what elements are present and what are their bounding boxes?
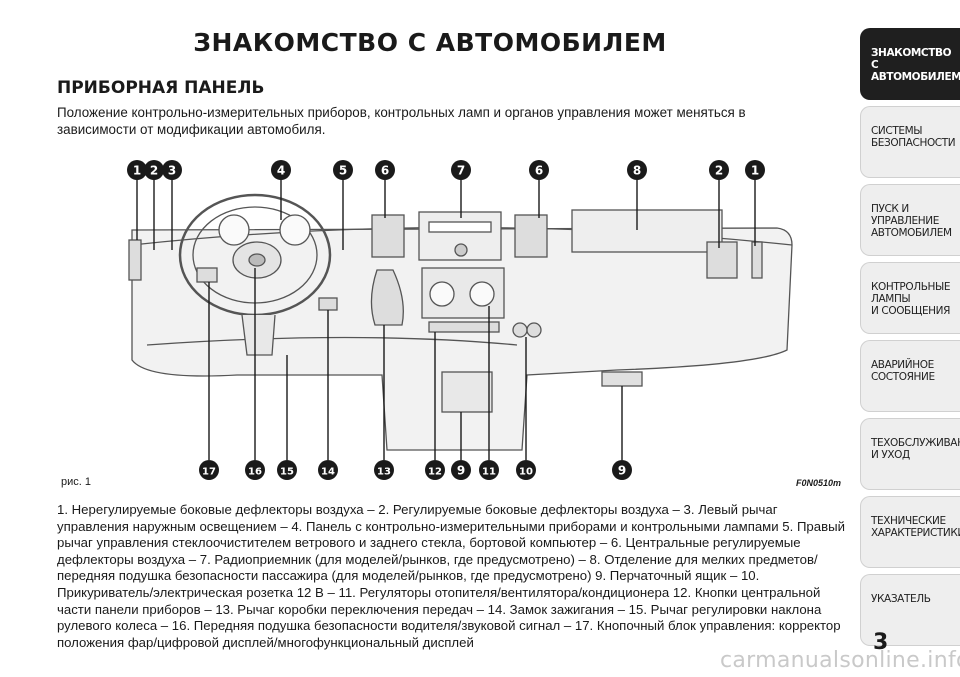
svg-text:1: 1 bbox=[133, 164, 141, 178]
svg-text:10: 10 bbox=[519, 467, 533, 478]
top-callout-1: 1 bbox=[127, 160, 147, 180]
tab-label: АВАРИЙНОЕ СОСТОЯНИЕ bbox=[871, 359, 935, 383]
tab-index[interactable]: УКАЗАТЕЛЬ bbox=[860, 574, 960, 646]
top-callout-8: 8 bbox=[627, 160, 647, 180]
page-number: 3 bbox=[873, 630, 889, 655]
bottom-callouts: 17 16 15 14 13 12 9 11 10 9 bbox=[199, 460, 632, 480]
top-leader-lines bbox=[136, 175, 756, 250]
climate-knob-left bbox=[429, 281, 455, 307]
watermark: carmanualsonline.info bbox=[720, 648, 960, 673]
tab-label: ТЕХОБСЛУЖИВАНИЕ И УХОД bbox=[871, 437, 960, 461]
top-callout-2: 2 bbox=[709, 160, 729, 180]
bottom-leader-lines bbox=[208, 268, 623, 460]
center-vent-left bbox=[371, 214, 405, 258]
figure-code: F0N0510m bbox=[796, 478, 842, 488]
svg-text:3: 3 bbox=[168, 164, 176, 178]
bottom-callout-17: 17 bbox=[199, 460, 219, 480]
top-callout-6: 6 bbox=[375, 160, 395, 180]
right-side-vent bbox=[706, 241, 738, 279]
top-callout-1: 1 bbox=[745, 160, 765, 180]
top-callout-2: 2 bbox=[144, 160, 164, 180]
svg-text:1: 1 bbox=[751, 164, 759, 178]
dashboard-outline bbox=[131, 227, 793, 451]
svg-text:15: 15 bbox=[280, 467, 294, 478]
svg-text:6: 6 bbox=[535, 164, 543, 178]
storage-compartment bbox=[571, 209, 723, 253]
tab-maintenance[interactable]: ТЕХОБСЛУЖИВАНИЕ И УХОД bbox=[860, 418, 960, 490]
tab-label: ТЕХНИЧЕСКИЕ ХАРАКТЕРИСТИКИ bbox=[871, 515, 960, 539]
svg-text:7: 7 bbox=[457, 164, 465, 178]
svg-text:9: 9 bbox=[618, 464, 626, 478]
svg-text:8: 8 bbox=[633, 164, 641, 178]
bottom-callout-14: 14 bbox=[318, 460, 338, 480]
bottom-callout-13: 13 bbox=[374, 460, 394, 480]
button-block bbox=[196, 267, 218, 283]
bottom-callout-9: 9 bbox=[451, 460, 471, 480]
top-callout-3: 3 bbox=[162, 160, 182, 180]
gear-lever bbox=[370, 269, 404, 326]
top-callout-5: 5 bbox=[333, 160, 353, 180]
instrument-dial-right bbox=[279, 214, 311, 246]
glove-box-lower bbox=[441, 371, 493, 413]
instrument-dial-left bbox=[218, 214, 250, 246]
bottom-callout-10: 10 bbox=[516, 460, 536, 480]
tab-label: СИСТЕМЫ БЕЗОПАСНОСТИ bbox=[871, 125, 956, 149]
bottom-callout-15: 15 bbox=[277, 460, 297, 480]
svg-text:9: 9 bbox=[457, 464, 465, 478]
figure-label: рис. 1 bbox=[61, 476, 91, 488]
svg-text:5: 5 bbox=[339, 164, 347, 178]
cigarette-lighter bbox=[512, 322, 528, 338]
chapter-sidebar: ЗНАКОМСТВО С АВТОМОБИЛЕМ СИСТЕМЫ БЕЗОПАС… bbox=[860, 28, 960, 652]
center-vent-right bbox=[514, 214, 548, 258]
svg-text:2: 2 bbox=[715, 164, 723, 178]
svg-text:16: 16 bbox=[248, 467, 262, 478]
tab-label: УКАЗАТЕЛЬ bbox=[871, 593, 931, 605]
bottom-callout-16: 16 bbox=[245, 460, 265, 480]
tab-warning-lights[interactable]: КОНТРОЛЬНЫЕ ЛАМПЫ И СООБЩЕНИЯ bbox=[860, 262, 960, 334]
tab-label: КОНТРОЛЬНЫЕ ЛАМПЫ И СООБЩЕНИЯ bbox=[871, 281, 951, 317]
tab-label: ЗНАКОМСТВО С АВТОМОБИЛЕМ bbox=[871, 47, 960, 83]
page-title: ЗНАКОМСТВО С АВТОМОБИЛЕМ bbox=[193, 28, 667, 57]
figure-caption: 1. Нерегулируемые боковые дефлекторы воз… bbox=[57, 502, 845, 650]
tab-emergency[interactable]: АВАРИЙНОЕ СОСТОЯНИЕ bbox=[860, 340, 960, 412]
bottom-callout-11: 11 bbox=[479, 460, 499, 480]
glove-box-handle bbox=[601, 371, 643, 387]
bottom-callout-12: 12 bbox=[425, 460, 445, 480]
ignition-lever bbox=[318, 297, 338, 311]
tab-technical-specs[interactable]: ТЕХНИЧЕСКИЕ ХАРАКТЕРИСТИКИ bbox=[860, 496, 960, 568]
top-callout-6: 6 bbox=[529, 160, 549, 180]
top-callout-7: 7 bbox=[451, 160, 471, 180]
svg-text:2: 2 bbox=[150, 164, 158, 178]
bottom-callout-9: 9 bbox=[612, 460, 632, 480]
climate-knob-right bbox=[469, 281, 495, 307]
svg-text:6: 6 bbox=[381, 164, 389, 178]
svg-text:4: 4 bbox=[277, 164, 285, 178]
svg-text:12: 12 bbox=[428, 467, 442, 478]
left-side-vent bbox=[128, 239, 142, 281]
tab-label: ПУСК И УПРАВЛЕНИЕ АВТОМОБИЛЕМ bbox=[871, 203, 952, 239]
svg-text:14: 14 bbox=[321, 467, 335, 478]
top-callout-4: 4 bbox=[271, 160, 291, 180]
tab-getting-to-know[interactable]: ЗНАКОМСТВО С АВТОМОБИЛЕМ bbox=[860, 28, 960, 100]
center-buttons bbox=[428, 321, 500, 333]
tab-safety-systems[interactable]: СИСТЕМЫ БЕЗОПАСНОСТИ bbox=[860, 106, 960, 178]
svg-text:11: 11 bbox=[482, 467, 496, 478]
svg-text:17: 17 bbox=[202, 467, 216, 478]
tab-starting-driving[interactable]: ПУСК И УПРАВЛЕНИЕ АВТОМОБИЛЕМ bbox=[860, 184, 960, 256]
svg-text:13: 13 bbox=[377, 467, 391, 478]
intro-paragraph: Положение контрольно-измерительных прибо… bbox=[57, 105, 746, 137]
section-title: ПРИБОРНАЯ ПАНЕЛЬ bbox=[57, 78, 265, 98]
